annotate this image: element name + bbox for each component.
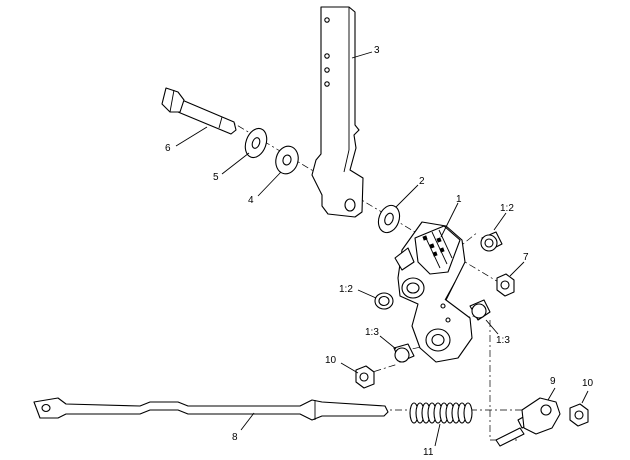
part-10-nut-right <box>569 403 589 427</box>
part-8-rod <box>33 397 389 421</box>
callout-4: 4 <box>248 195 254 206</box>
part-3-arm <box>311 6 364 218</box>
callout-labels: 3 6 5 4 2 1 1:2 7 1:2 1:3 1:3 10 9 10 8 … <box>165 45 594 458</box>
part-1-2-bushing-upper <box>480 231 503 252</box>
callout-3: 3 <box>374 45 380 56</box>
part-11-spring <box>409 402 473 424</box>
callout-1-3-right: 1:3 <box>496 335 510 346</box>
part-1-3-bushing-left <box>393 343 415 363</box>
part-10-nut-left <box>355 365 375 389</box>
callout-11: 11 <box>423 447 434 458</box>
callout-7: 7 <box>523 252 529 263</box>
callout-1-3-left: 1:3 <box>365 327 379 338</box>
part-1-2-bushing-left <box>374 292 394 310</box>
part-1-lever <box>394 221 473 363</box>
part-7-nut <box>496 273 515 297</box>
callout-1-2-upper: 1:2 <box>500 203 514 214</box>
callout-9: 9 <box>550 376 556 387</box>
callout-8: 8 <box>232 432 238 443</box>
callout-2: 2 <box>419 176 425 187</box>
callout-5: 5 <box>213 172 219 183</box>
part-4-washer <box>275 145 299 175</box>
part-6-bolt <box>161 87 237 135</box>
part-5-washer <box>244 127 268 159</box>
part-1-3-bushing-right <box>469 299 491 321</box>
callout-1: 1 <box>456 194 462 205</box>
part-2-washer <box>377 204 401 234</box>
callout-10-left: 10 <box>325 355 337 366</box>
part-9-swivel <box>495 397 561 447</box>
leader-lines <box>175 51 589 447</box>
callout-1-2-left: 1:2 <box>339 284 353 295</box>
callout-10-right: 10 <box>582 378 594 389</box>
callout-6: 6 <box>165 143 171 154</box>
